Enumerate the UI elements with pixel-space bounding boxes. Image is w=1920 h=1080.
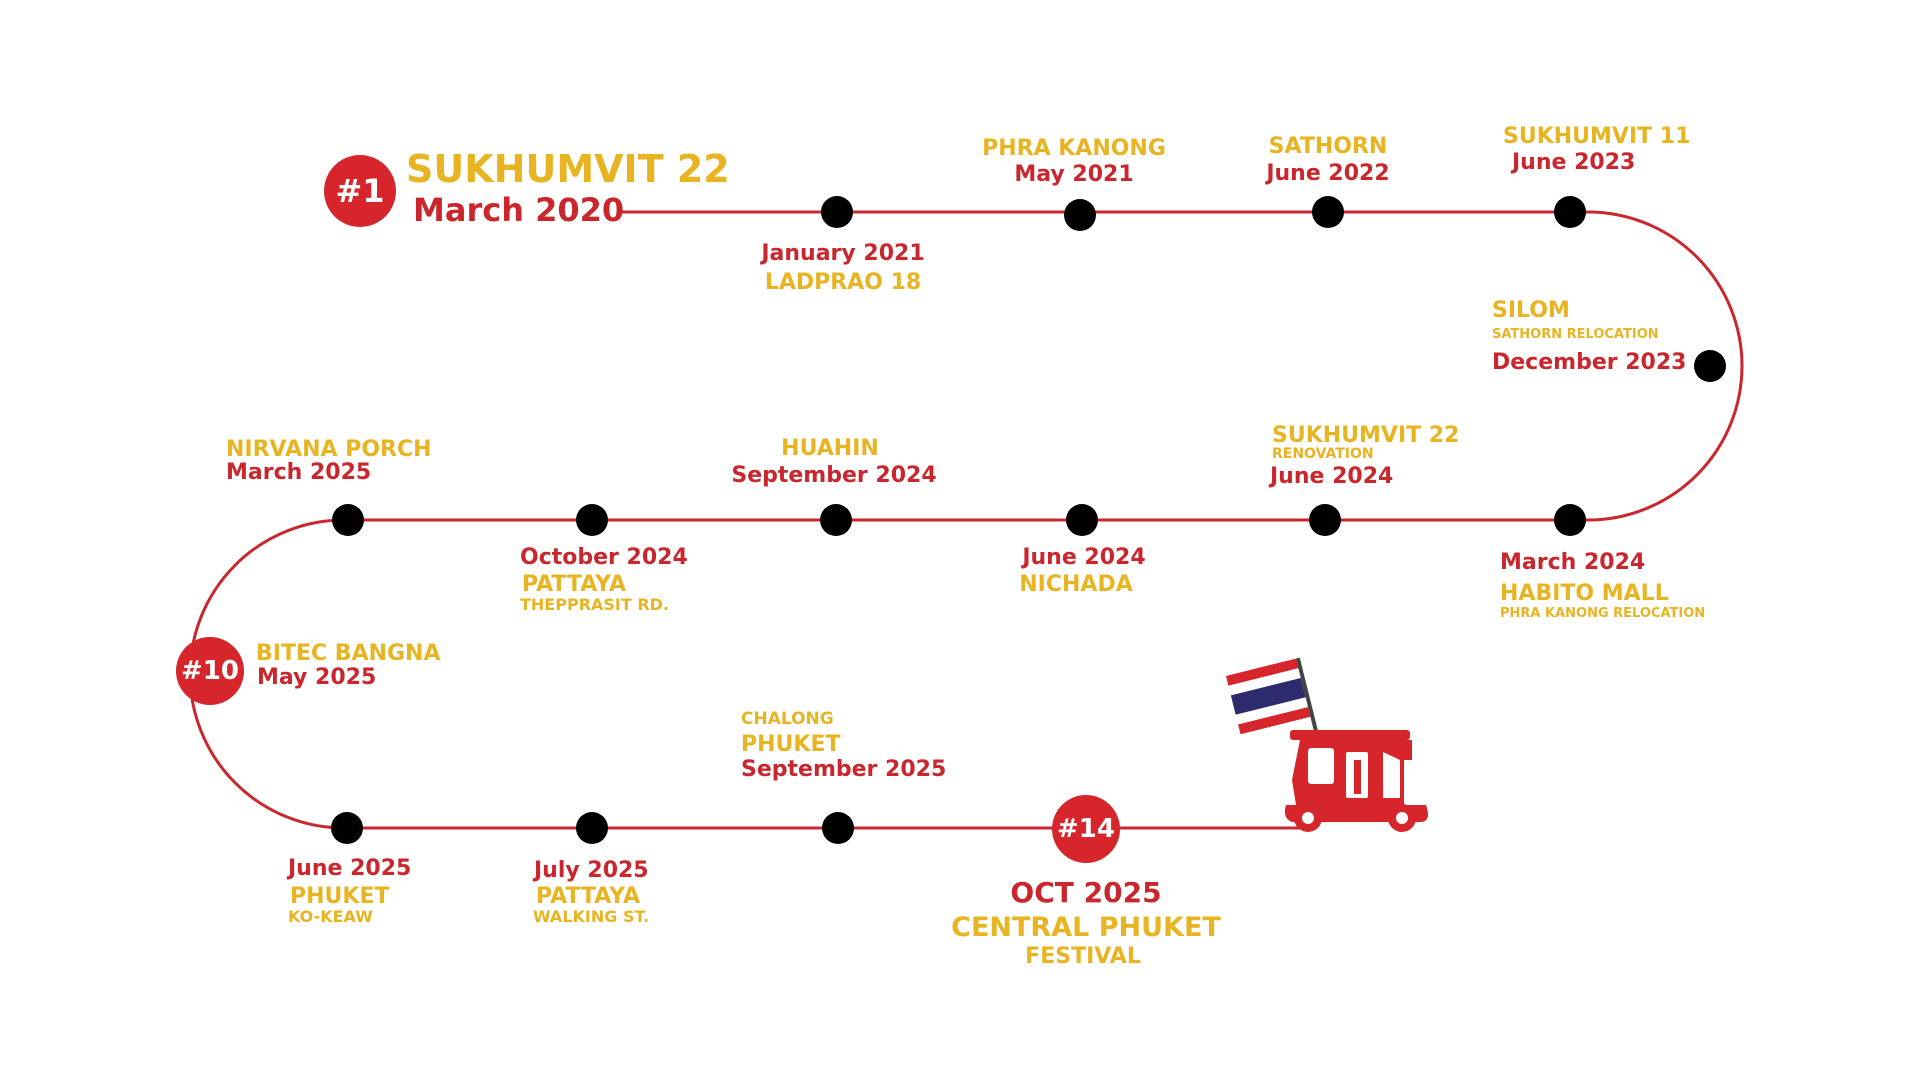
milestone-10-place: HUAHIN [781,436,879,461]
milestone-3-date: May 2021 [1014,162,1134,187]
milestone-2-date: January 2021 [761,241,925,266]
milestone-13-place: BITEC BANGNA [256,641,441,666]
milestone-2-place: LADPRAO 18 [764,270,922,295]
milestone-15-note: WALKING ST. [533,907,650,926]
milestone-dot [1066,504,1098,536]
milestone-dot [1554,504,1586,536]
milestone-5-place: SUKHUMVIT 11 [1503,124,1691,149]
badge-tenth: #10 [176,637,244,705]
milestone-7-place: HABITO MALL [1500,581,1669,606]
milestone-13-date: May 2025 [257,665,377,690]
milestone-3-place: PHRA KANONG [982,136,1166,161]
milestone-dot [1694,350,1726,382]
milestone-14-place: PHUKET [290,884,390,909]
milestone-14-note: KO-KEAW [288,907,373,926]
milestone-17-note: FESTIVAL [1025,944,1141,969]
milestone-8-place: SUKHUMVIT 22 [1272,423,1460,448]
milestone-dot [1064,199,1096,231]
milestone-6-note: SATHORN RELOCATION [1492,327,1659,342]
milestone-8-note: RENOVATION [1272,446,1374,462]
milestone-16-date: September 2025 [741,757,947,782]
milestone-10-date: September 2024 [731,463,937,488]
milestone-6-date: December 2023 [1492,350,1687,375]
milestone-7-date: March 2024 [1500,550,1646,575]
badge-first: #1 [324,155,396,227]
milestone-dot [332,504,364,536]
milestone-1-date: March 2020 [413,191,625,229]
milestone-15-place: PATTAYA [536,884,641,909]
milestone-11-date: October 2024 [520,545,688,570]
milestone-16-note: CHALONG [741,709,834,729]
milestone-dot [822,812,854,844]
milestone-17-place: CENTRAL PHUKET [951,912,1221,943]
milestone-dot [331,812,363,844]
milestone-14-date: June 2025 [288,856,412,881]
milestone-11-place: PATTAYA [522,572,627,597]
milestone-dot [820,504,852,536]
badge-fourteenth: #14 [1052,795,1120,863]
milestone-11-note: THEPPRASIT RD. [520,595,670,614]
milestone-7-note: PHRA KANONG RELOCATION [1500,606,1706,621]
milestone-5-date: June 2023 [1512,150,1636,175]
milestone-dot [576,504,608,536]
thai-flag-icon [1226,657,1321,741]
tuk-tuk-icon [1284,730,1428,832]
milestone-9-date: June 2024 [1022,545,1146,570]
milestone-15-date: July 2025 [534,858,649,883]
milestone-dots [331,196,1726,844]
milestone-6-place: SILOM [1492,298,1570,323]
milestone-dot [1312,196,1344,228]
milestone-4-date: June 2022 [1266,161,1390,186]
milestone-16-place: PHUKET [741,732,841,757]
milestone-12-place: NIRVANA PORCH [226,437,432,462]
milestone-8-date: June 2024 [1270,464,1394,489]
milestone-dot [1554,196,1586,228]
milestone-dot [1309,504,1341,536]
milestone-1-place: SUKHUMVIT 22 [406,147,730,191]
milestone-12-date: March 2025 [226,460,372,485]
milestone-dot [821,196,853,228]
milestone-9-place: NICHADA [1019,572,1133,597]
milestone-4-place: SATHORN [1268,134,1388,159]
milestone-17-date: OCT 2025 [1010,876,1162,909]
milestone-dot [576,812,608,844]
